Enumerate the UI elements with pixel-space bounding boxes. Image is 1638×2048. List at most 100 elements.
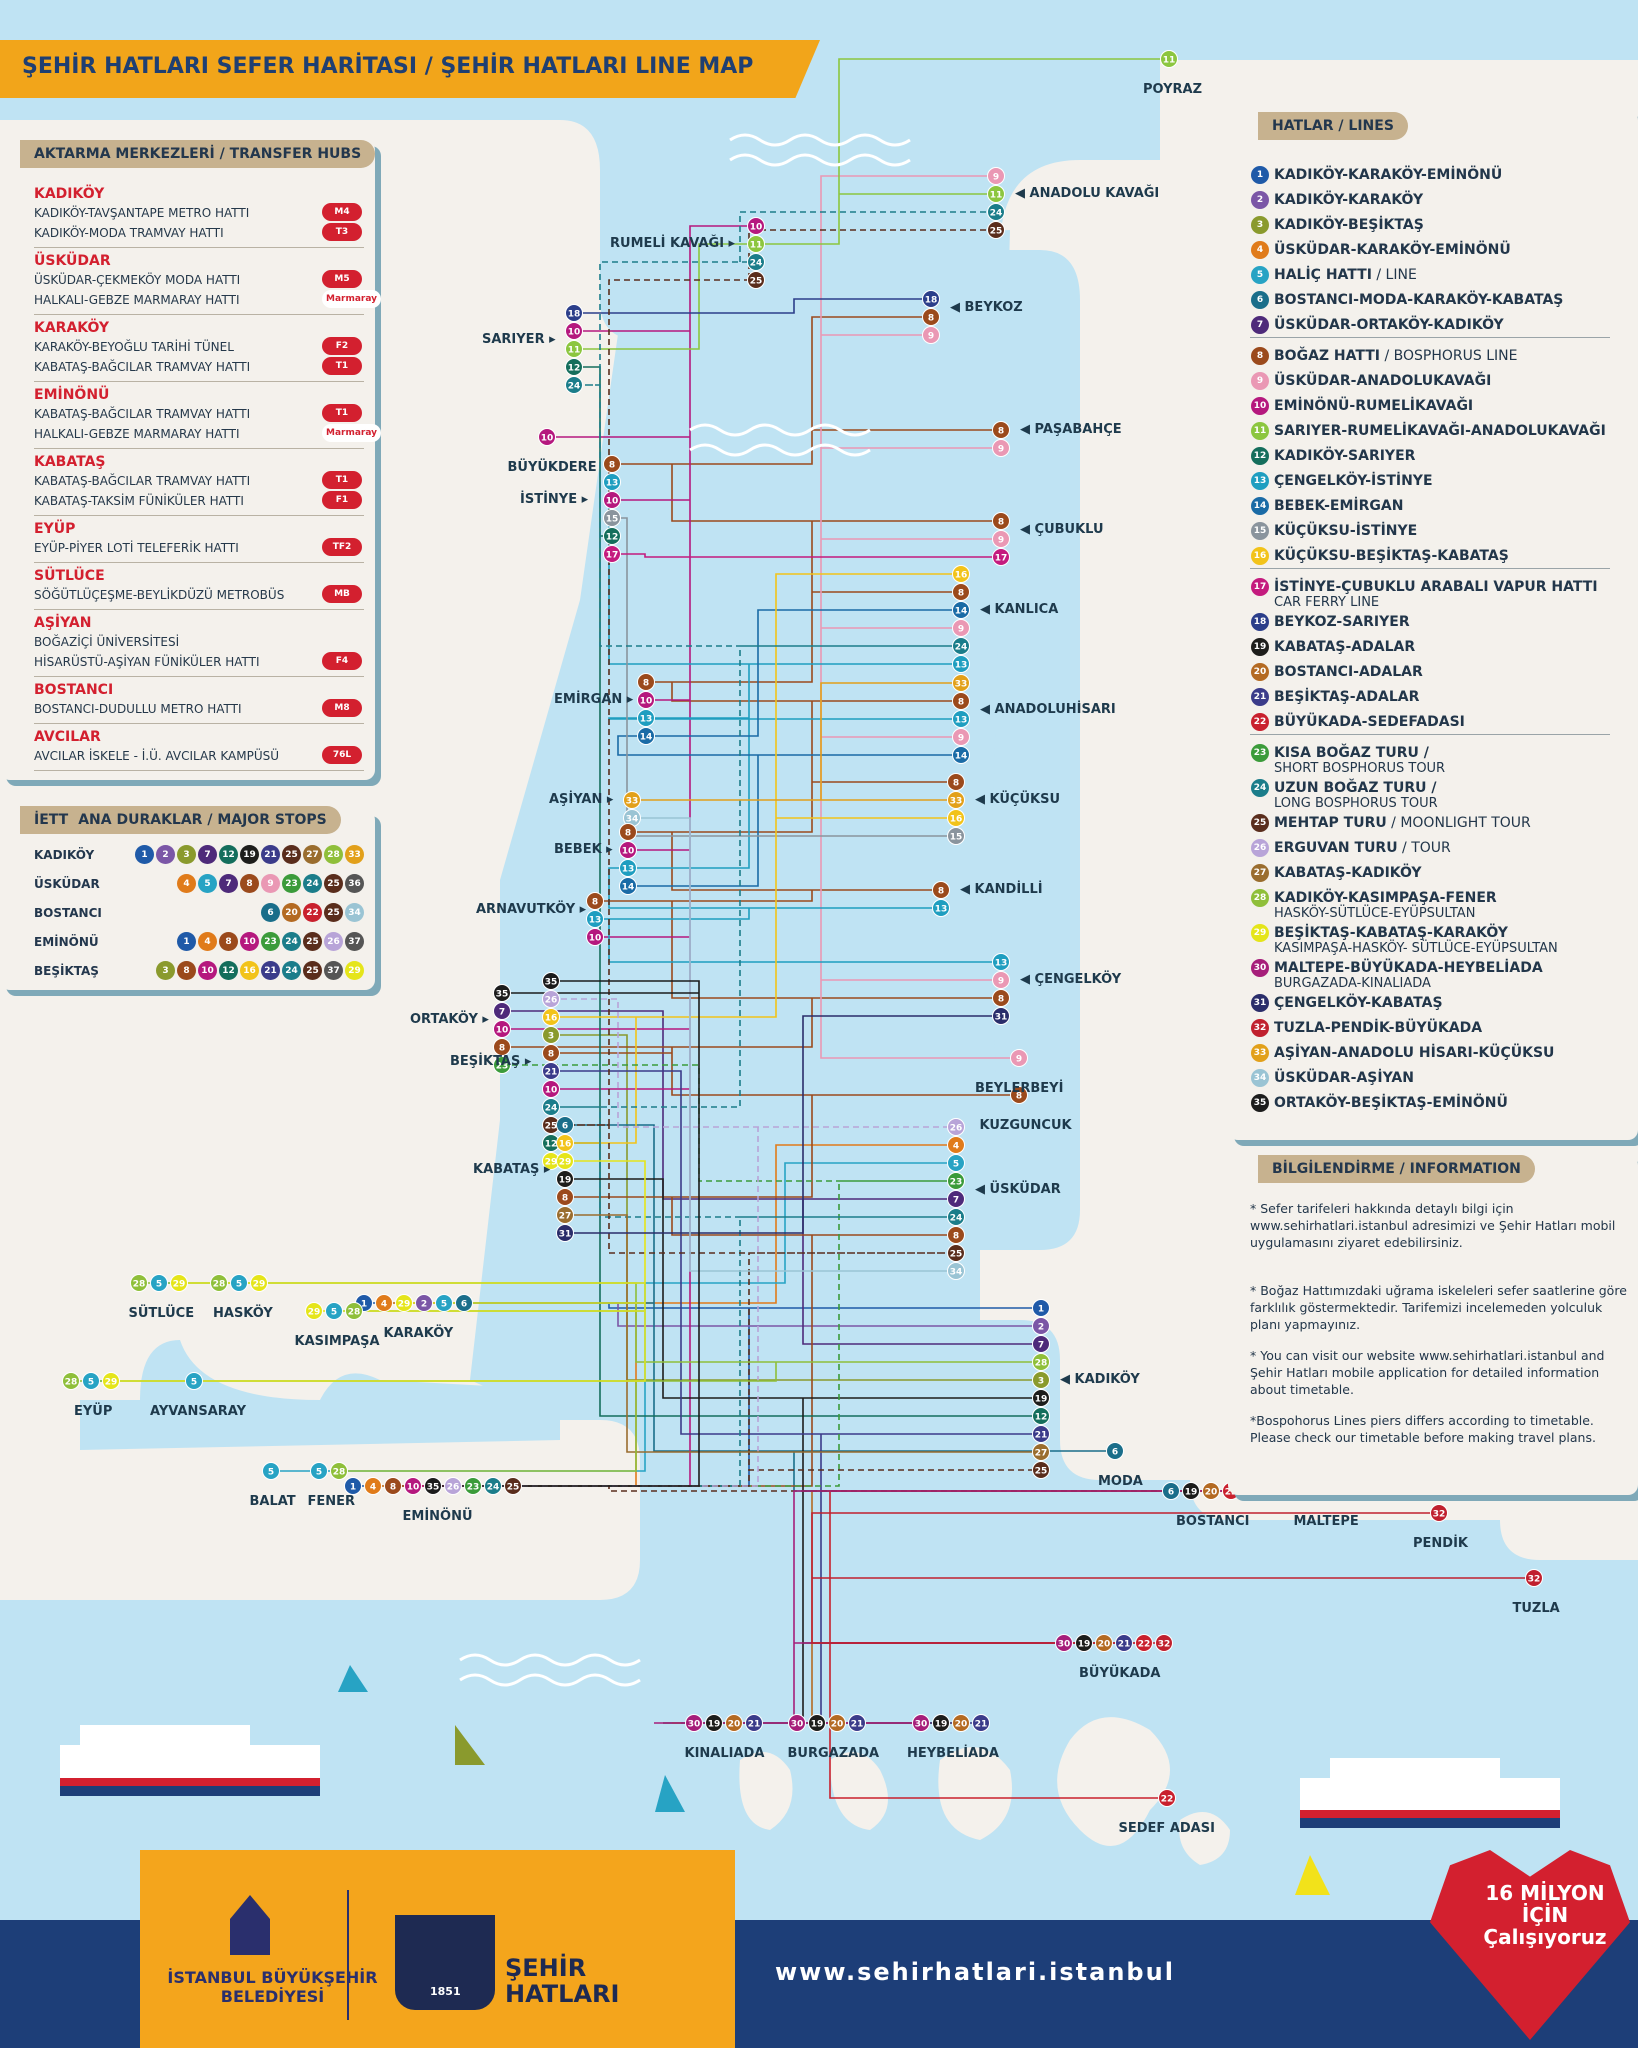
pier-label-kasimpaşa[interactable]: KASIMPAŞA xyxy=(294,1334,380,1349)
pier-label-heybeli̇ada[interactable]: HEYBELİADA xyxy=(907,1746,999,1761)
pier-label-hasköy[interactable]: HASKÖY xyxy=(213,1306,273,1321)
stop-chip-label: 10 xyxy=(589,934,602,944)
pier-label-arnavutköy[interactable]: ARNAVUTKÖY ▸ xyxy=(476,902,587,917)
hub-name: KABATAŞ xyxy=(34,454,106,470)
pier-label-fener[interactable]: FENER xyxy=(307,1494,356,1509)
stop-chip-label: 28 xyxy=(348,1308,361,1318)
pier-label-sariyer[interactable]: SARIYER ▸ xyxy=(482,332,556,347)
line-badge-25: 25 xyxy=(303,961,322,980)
major-stop-name: BOSTANCI xyxy=(34,906,102,920)
stop-chip-circle xyxy=(565,340,583,358)
line-name-main: ÜSKÜDAR-ORTAKÖY-KADIKÖY xyxy=(1274,317,1504,333)
pier-label-karaköy[interactable]: KARAKÖY xyxy=(383,1326,454,1341)
line-name: BOSTANCI-MODA-KARAKÖY-KABATAŞ xyxy=(1274,292,1563,308)
line-name-sub: / TOUR xyxy=(1397,840,1451,856)
pier-label-kinaliada[interactable]: KINALIADA xyxy=(684,1746,765,1761)
stop-chip-circle xyxy=(603,491,621,509)
pier-label-ayvansaray[interactable]: AYVANSARAY xyxy=(150,1404,247,1419)
stop-chip-13: 13 xyxy=(619,859,637,877)
pier-label-aşi̇yan[interactable]: AŞİYAN ▸ xyxy=(549,792,614,807)
pier-label-paşabahçe[interactable]: ◀ PAŞABAHÇE xyxy=(1020,422,1122,437)
stop-chip-26: 26 xyxy=(444,1477,462,1495)
stop-chip-31: 31 xyxy=(992,1007,1010,1025)
pier-label-kadiköy[interactable]: ◀ KADIKÖY xyxy=(1060,1372,1140,1387)
pier-label-kandi̇lli̇[interactable]: ◀ KANDİLLİ xyxy=(960,882,1043,897)
pier-label-sedef-adasi[interactable]: SEDEF ADASI xyxy=(1118,1821,1215,1836)
iett-logo: İETT xyxy=(34,812,69,828)
pier-label-büyükdere[interactable]: BÜYÜKDERE xyxy=(507,460,597,475)
pier-label-emi̇nönü[interactable]: EMİNÖNÜ xyxy=(402,1509,473,1524)
pier-label-i̇sti̇nye[interactable]: İSTİNYE ▸ xyxy=(520,492,589,507)
stop-chip-21: 21 xyxy=(1115,1634,1133,1652)
pier-label-ortaköy[interactable]: ORTAKÖY ▸ xyxy=(410,1012,489,1027)
line-name: BOSTANCI-ADALAR xyxy=(1274,664,1423,680)
line-name-main: BOĞAZ HATTI xyxy=(1274,348,1381,364)
pier-label-beykoz[interactable]: ◀ BEYKOZ xyxy=(950,300,1023,315)
stop-chip-32: 32 xyxy=(1525,1569,1543,1587)
pier-label-bebek[interactable]: BEBEK ▸ xyxy=(554,842,613,857)
stop-chip-circle xyxy=(972,1714,990,1732)
stop-chip-8: 8 xyxy=(384,1477,402,1495)
stop-chip-circle xyxy=(952,619,970,637)
pier-label-üsküdar[interactable]: ◀ ÜSKÜDAR xyxy=(975,1182,1061,1197)
stop-chip-circle xyxy=(542,972,560,990)
stop-chip-16: 16 xyxy=(952,565,970,583)
stop-chip-label: 8 xyxy=(998,427,1004,437)
pier-label-emi̇rgan[interactable]: EMİRGAN ▸ xyxy=(554,692,634,707)
transit-badge: Marmaray xyxy=(322,424,382,442)
pier-label-anadolu-kavaği[interactable]: ◀ ANADOLU KAVAĞI xyxy=(1015,186,1160,201)
pier-label-kanlica[interactable]: ◀ KANLICA xyxy=(980,602,1059,617)
line-badge-16: 16 xyxy=(240,961,259,980)
pier-label-küçüksu[interactable]: ◀ KÜÇÜKSU xyxy=(975,792,1061,807)
pier-label-moda[interactable]: MODA xyxy=(1098,1474,1143,1489)
stop-chip-9: 9 xyxy=(987,167,1005,185)
stop-chip-7: 7 xyxy=(1032,1335,1050,1353)
pier-label-beylerbeyi̇[interactable]: BEYLERBEYİ xyxy=(975,1081,1064,1096)
stop-chip-label: 4 xyxy=(381,1300,387,1310)
pier-label-çubuklu[interactable]: ◀ ÇUBUKLU xyxy=(1020,522,1104,537)
pier-label-tuzla[interactable]: TUZLA xyxy=(1512,1601,1560,1616)
pier-label-eyüp[interactable]: EYÜP xyxy=(74,1404,113,1419)
stop-chip-11: 11 xyxy=(987,185,1005,203)
pier-label-pendi̇k[interactable]: PENDİK xyxy=(1413,1536,1468,1551)
pier-label-çengelköy[interactable]: ◀ ÇENGELKÖY xyxy=(1020,972,1122,987)
line-name: BEBEK-EMİRGAN xyxy=(1274,498,1403,514)
line-name-sub: / MOONLIGHT TOUR xyxy=(1386,815,1531,831)
stop-chip-label: 19 xyxy=(559,1176,572,1186)
pier-label-kuzguncuk[interactable]: KUZGUNCUK xyxy=(979,1118,1072,1133)
line-badge-8: 8 xyxy=(219,932,238,951)
pier-label-bostanci[interactable]: BOSTANCI xyxy=(1176,1514,1250,1529)
website-link[interactable]: www.sehirhatlari.istanbul xyxy=(775,1958,1175,1986)
pier-label-balat[interactable]: BALAT xyxy=(249,1494,296,1509)
pier-label-burgazada[interactable]: BURGAZADA xyxy=(787,1746,880,1761)
pier-label-anadoluhi̇sari[interactable]: ◀ ANADOLUHİSARI xyxy=(980,702,1116,717)
stop-chip-label: 8 xyxy=(958,698,964,708)
stop-chip-label: 28 xyxy=(65,1378,78,1388)
pier-label-poyraz[interactable]: POYRAZ xyxy=(1143,82,1203,97)
pier-label-sütlüce[interactable]: SÜTLÜCE xyxy=(128,1306,195,1321)
line-name: KADIKÖY-SARIYER xyxy=(1274,448,1415,464)
stop-chip-16: 16 xyxy=(947,809,965,827)
pier-label-büyükada[interactable]: BÜYÜKADA xyxy=(1079,1666,1161,1681)
stop-chip-circle xyxy=(330,1462,348,1480)
line-name: TUZLA-PENDİK-BÜYÜKADA xyxy=(1274,1020,1482,1036)
route-line-14 xyxy=(617,609,961,887)
stop-chip-label: 15 xyxy=(950,833,963,843)
pier-label-maltepe[interactable]: MALTEPE xyxy=(1293,1514,1359,1529)
stop-chip-label: 9 xyxy=(998,445,1004,455)
stop-chip-circle xyxy=(947,1262,965,1280)
stop-chip-circle xyxy=(325,1302,343,1320)
stop-chip-10: 10 xyxy=(565,322,583,340)
stop-chip-label: 14 xyxy=(955,607,968,617)
line-name-sub: BURGAZADA-KINALIADA xyxy=(1274,976,1431,991)
line-badge-9: 9 xyxy=(261,874,280,893)
pier-label-kabataş[interactable]: KABATAŞ ▸ xyxy=(473,1162,551,1177)
stop-chip-8: 8 xyxy=(947,1226,965,1244)
stop-chip-label: 9 xyxy=(993,173,999,183)
line-badge-21: 21 xyxy=(261,845,280,864)
pier-label-rumeli̇-kavaği[interactable]: RUMELİ KAVAĞI ▸ xyxy=(610,236,736,251)
pier-label-beşi̇ktaş[interactable]: BEŞİKTAŞ ▸ xyxy=(450,1054,532,1069)
line-badge-26: 26 xyxy=(324,932,343,951)
